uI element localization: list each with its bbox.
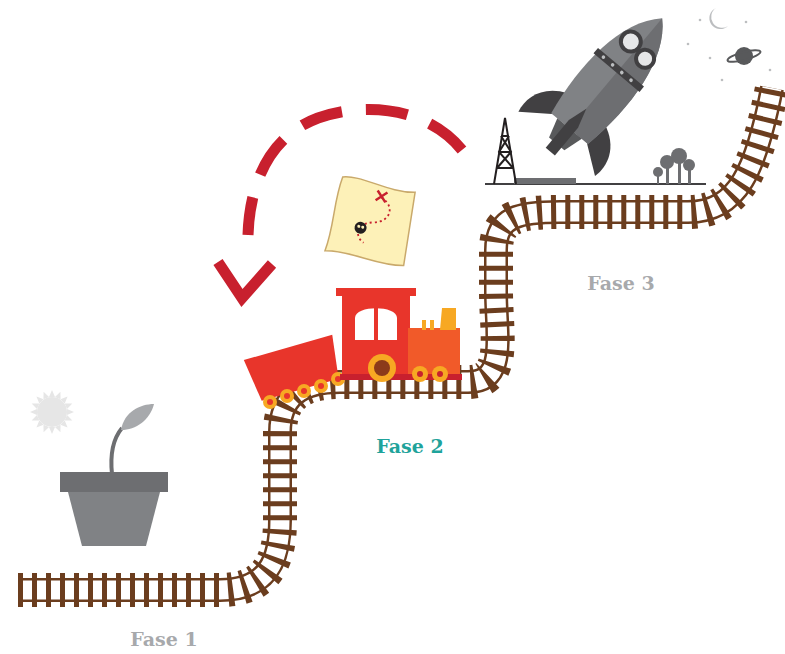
sun-ray <box>31 401 40 409</box>
sun-ray <box>41 425 49 434</box>
sun-ray <box>34 394 43 403</box>
return-arrow <box>218 109 462 298</box>
phase-label: Fase 1 <box>130 628 197 650</box>
sun-ray <box>49 390 55 397</box>
sun-ray <box>55 391 63 400</box>
sun-ray <box>65 415 74 423</box>
treasure-map <box>325 175 419 268</box>
train <box>244 288 462 409</box>
sun-ray <box>41 391 49 400</box>
sky <box>687 8 772 81</box>
plant-pot <box>60 404 168 546</box>
sun-ray <box>60 420 69 429</box>
sun-ray <box>65 401 74 409</box>
rail <box>18 88 772 590</box>
phase-label: Fase 2 <box>376 435 443 457</box>
rail-gap <box>18 88 772 590</box>
sun-ray <box>49 427 55 434</box>
railway-track <box>18 88 772 590</box>
sun-ray <box>31 415 40 423</box>
sun-ray <box>67 409 74 415</box>
phase-label: Fase 3 <box>587 272 654 294</box>
sun-ray <box>34 420 43 429</box>
sun <box>30 390 74 434</box>
sleepers <box>18 88 772 590</box>
sun-ray <box>60 394 69 403</box>
sun-ray <box>30 409 37 415</box>
rocket <box>511 0 701 184</box>
sun-ray <box>55 425 63 434</box>
